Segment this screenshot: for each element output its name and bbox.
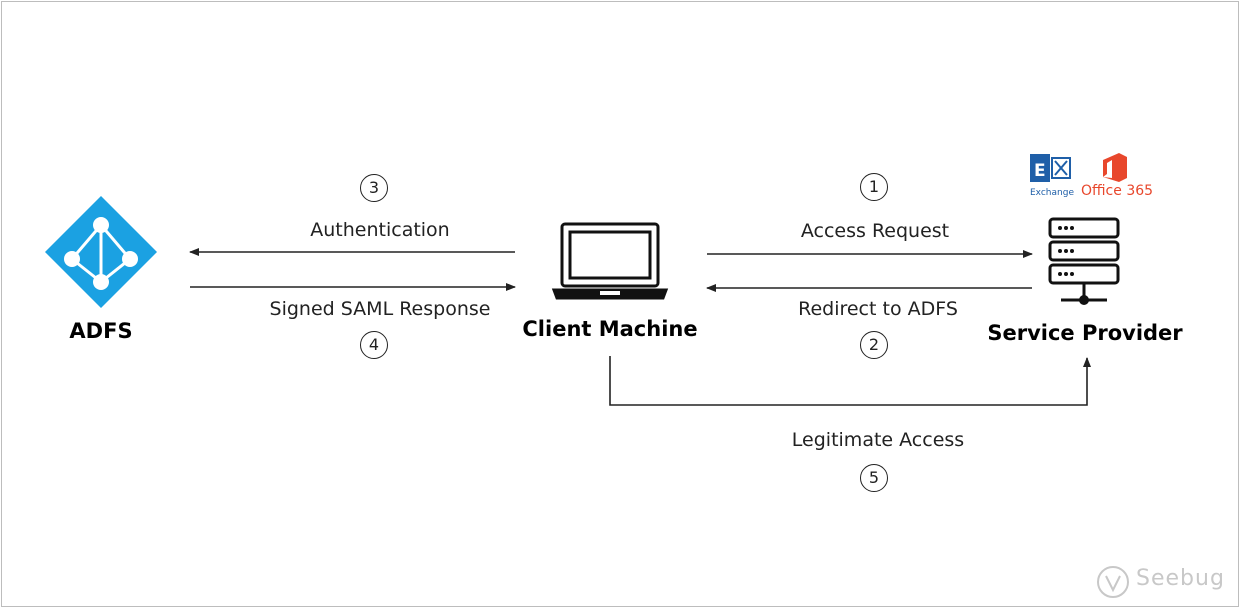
office-365-label: Office 365: [1081, 183, 1154, 199]
svg-text:E: E: [1034, 161, 1046, 181]
adfs-title: ADFS: [69, 319, 133, 343]
watermark-text: Seebug: [1136, 566, 1225, 591]
flow-label-legitimate-access: Legitimate Access: [791, 429, 965, 451]
seebug-logo-icon: [1097, 566, 1129, 598]
step-badge-1: 1: [860, 173, 888, 201]
service-provider-title: Service Provider: [987, 321, 1183, 345]
laptop-icon: [551, 222, 669, 300]
step-badge-4: 4: [360, 331, 388, 359]
flow-label-redirect: Redirect to ADFS: [798, 298, 958, 320]
adfs-icon: [45, 196, 157, 308]
arrow-legitimate-access: [609, 356, 1091, 406]
server-icon: [1048, 217, 1120, 305]
exchange-label: Exchange: [1030, 188, 1074, 198]
exchange-logo-icon: E: [1030, 154, 1071, 182]
step-badge-2: 2: [860, 331, 888, 359]
step-badge-3: 3: [360, 174, 388, 202]
step-badge-5: 5: [860, 464, 888, 492]
flow-label-signed-saml: Signed SAML Response: [269, 298, 491, 320]
client-machine-title: Client Machine: [522, 317, 698, 341]
flow-label-access-request: Access Request: [800, 220, 950, 242]
flow-label-authentication: Authentication: [310, 219, 450, 241]
office-logo-icon: [1103, 153, 1127, 182]
